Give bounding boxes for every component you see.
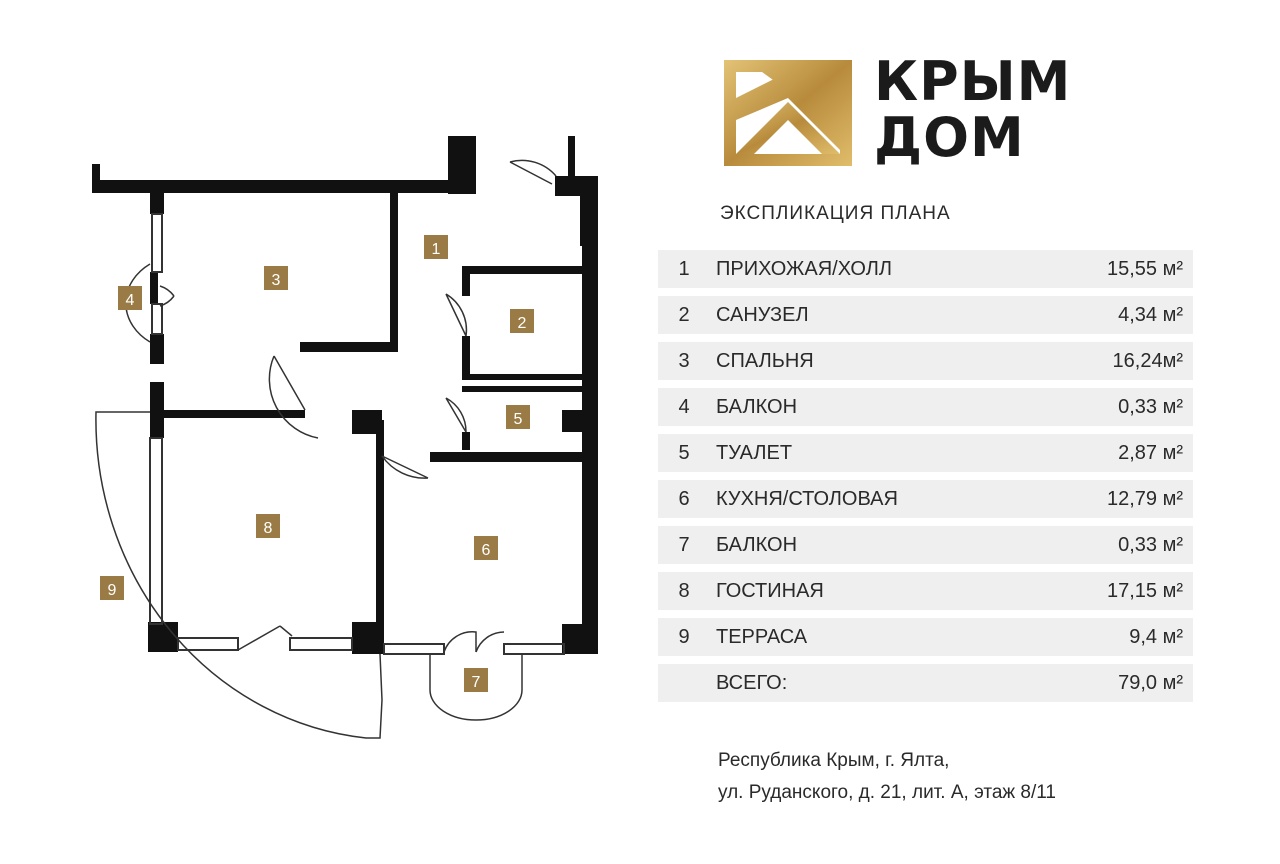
room-marker-1: 1	[424, 235, 448, 259]
table-total-row: ВСЕГО: 79,0 м²	[658, 664, 1193, 702]
table-row: 1 ПРИХОЖАЯ/ХОЛЛ 15,55 м²	[658, 250, 1193, 288]
table-row: 6 КУХНЯ/СТОЛОВАЯ 12,79 м²	[658, 480, 1193, 518]
plan-subtitle: ЭКСПЛИКАЦИЯ ПЛАНА	[720, 203, 951, 224]
room-number: 5	[678, 441, 690, 464]
room-area: 16,24м²	[1112, 349, 1183, 372]
room-area: 12,79 м²	[1106, 487, 1183, 510]
room-number: 4	[678, 395, 690, 418]
room-name: ТУАЛЕТ	[716, 441, 793, 464]
room-number: 7	[678, 533, 690, 556]
room-marker-9: 9	[100, 576, 124, 600]
room-marker-8: 8	[256, 514, 280, 538]
floor-plan: 1 2 3 4 5 6 7 8 9	[92, 136, 598, 739]
room-number: 2	[678, 303, 690, 326]
room-area: 15,55 м²	[1106, 257, 1183, 280]
room-area: 9,4 м²	[1129, 625, 1183, 648]
svg-text:4: 4	[126, 292, 135, 309]
svg-text:3: 3	[272, 272, 281, 289]
room-name: СПАЛЬНЯ	[716, 349, 814, 372]
room-number: 9	[678, 625, 690, 648]
table-row: 7 БАЛКОН 0,33 м²	[658, 526, 1193, 564]
room-markers: 1 2 3 4 5 6 7 8 9	[100, 235, 534, 692]
brand-name: КРЫМ ДОМ	[874, 54, 1071, 166]
table-row: 4 БАЛКОН 0,33 м²	[658, 388, 1193, 426]
room-marker-2: 2	[510, 309, 534, 333]
room-marker-6: 6	[474, 536, 498, 560]
table-row: 3 СПАЛЬНЯ 16,24м²	[658, 342, 1193, 380]
table-row: 8 ГОСТИНАЯ 17,15 м²	[658, 572, 1193, 610]
svg-text:6: 6	[482, 542, 491, 559]
table-row: 9 ТЕРРАСА 9,4 м²	[658, 618, 1193, 656]
room-number: 6	[678, 487, 690, 510]
address: Республика Крым, г. Ялта, ул. Руданского…	[718, 745, 1056, 809]
plan-doors	[159, 159, 557, 653]
svg-text:2: 2	[518, 315, 527, 332]
room-area: 4,34 м²	[1118, 303, 1183, 326]
total-area: 79,0 м²	[1118, 671, 1183, 694]
room-number: 1	[678, 257, 690, 280]
table-row: 5 ТУАЛЕТ 2,87 м²	[658, 434, 1193, 472]
svg-text:8: 8	[264, 520, 273, 537]
room-name: САНУЗЕЛ	[716, 303, 809, 326]
room-marker-7: 7	[464, 668, 488, 692]
room-name: БАЛКОН	[716, 533, 798, 556]
explication-table: 1 ПРИХОЖАЯ/ХОЛЛ 15,55 м² 2 САНУЗЕЛ 4,34 м² 3…	[658, 250, 1193, 710]
svg-text:1: 1	[432, 241, 441, 258]
room-name: ПРИХОЖАЯ/ХОЛЛ	[716, 257, 892, 280]
address-line-1: Республика Крым, г. Ялта,	[718, 750, 950, 771]
room-number: 3	[678, 349, 690, 372]
room-marker-3: 3	[264, 266, 288, 290]
svg-text:5: 5	[514, 411, 523, 428]
room-marker-5: 5	[506, 405, 530, 429]
room-name: ТЕРРАСА	[716, 625, 808, 648]
table-row: 2 САНУЗЕЛ 4,34 м²	[658, 296, 1193, 334]
brand-line-2: ДОМ	[874, 106, 1025, 169]
brand-line-1: КРЫМ	[874, 50, 1072, 113]
room-name: БАЛКОН	[716, 395, 798, 418]
total-label: ВСЕГО:	[716, 671, 788, 694]
room-name: ГОСТИНАЯ	[716, 579, 824, 602]
brand-logo: КРЫМ ДОМ	[722, 54, 1142, 170]
room-marker-4: 4	[118, 286, 142, 310]
room-area: 0,33 м²	[1118, 533, 1183, 556]
room-name: КУХНЯ/СТОЛОВАЯ	[716, 487, 898, 510]
address-line-2: ул. Руданского, д. 21, лит. А, этаж 8/11	[718, 782, 1056, 803]
plan-walls	[92, 136, 598, 654]
room-area: 0,33 м²	[1118, 395, 1183, 418]
room-number: 8	[678, 579, 690, 602]
svg-text:9: 9	[108, 582, 117, 599]
house-roof-icon	[724, 60, 852, 166]
svg-text:7: 7	[472, 674, 481, 691]
room-area: 17,15 м²	[1106, 579, 1183, 602]
room-area: 2,87 м²	[1118, 441, 1183, 464]
plan-windows	[149, 213, 565, 655]
